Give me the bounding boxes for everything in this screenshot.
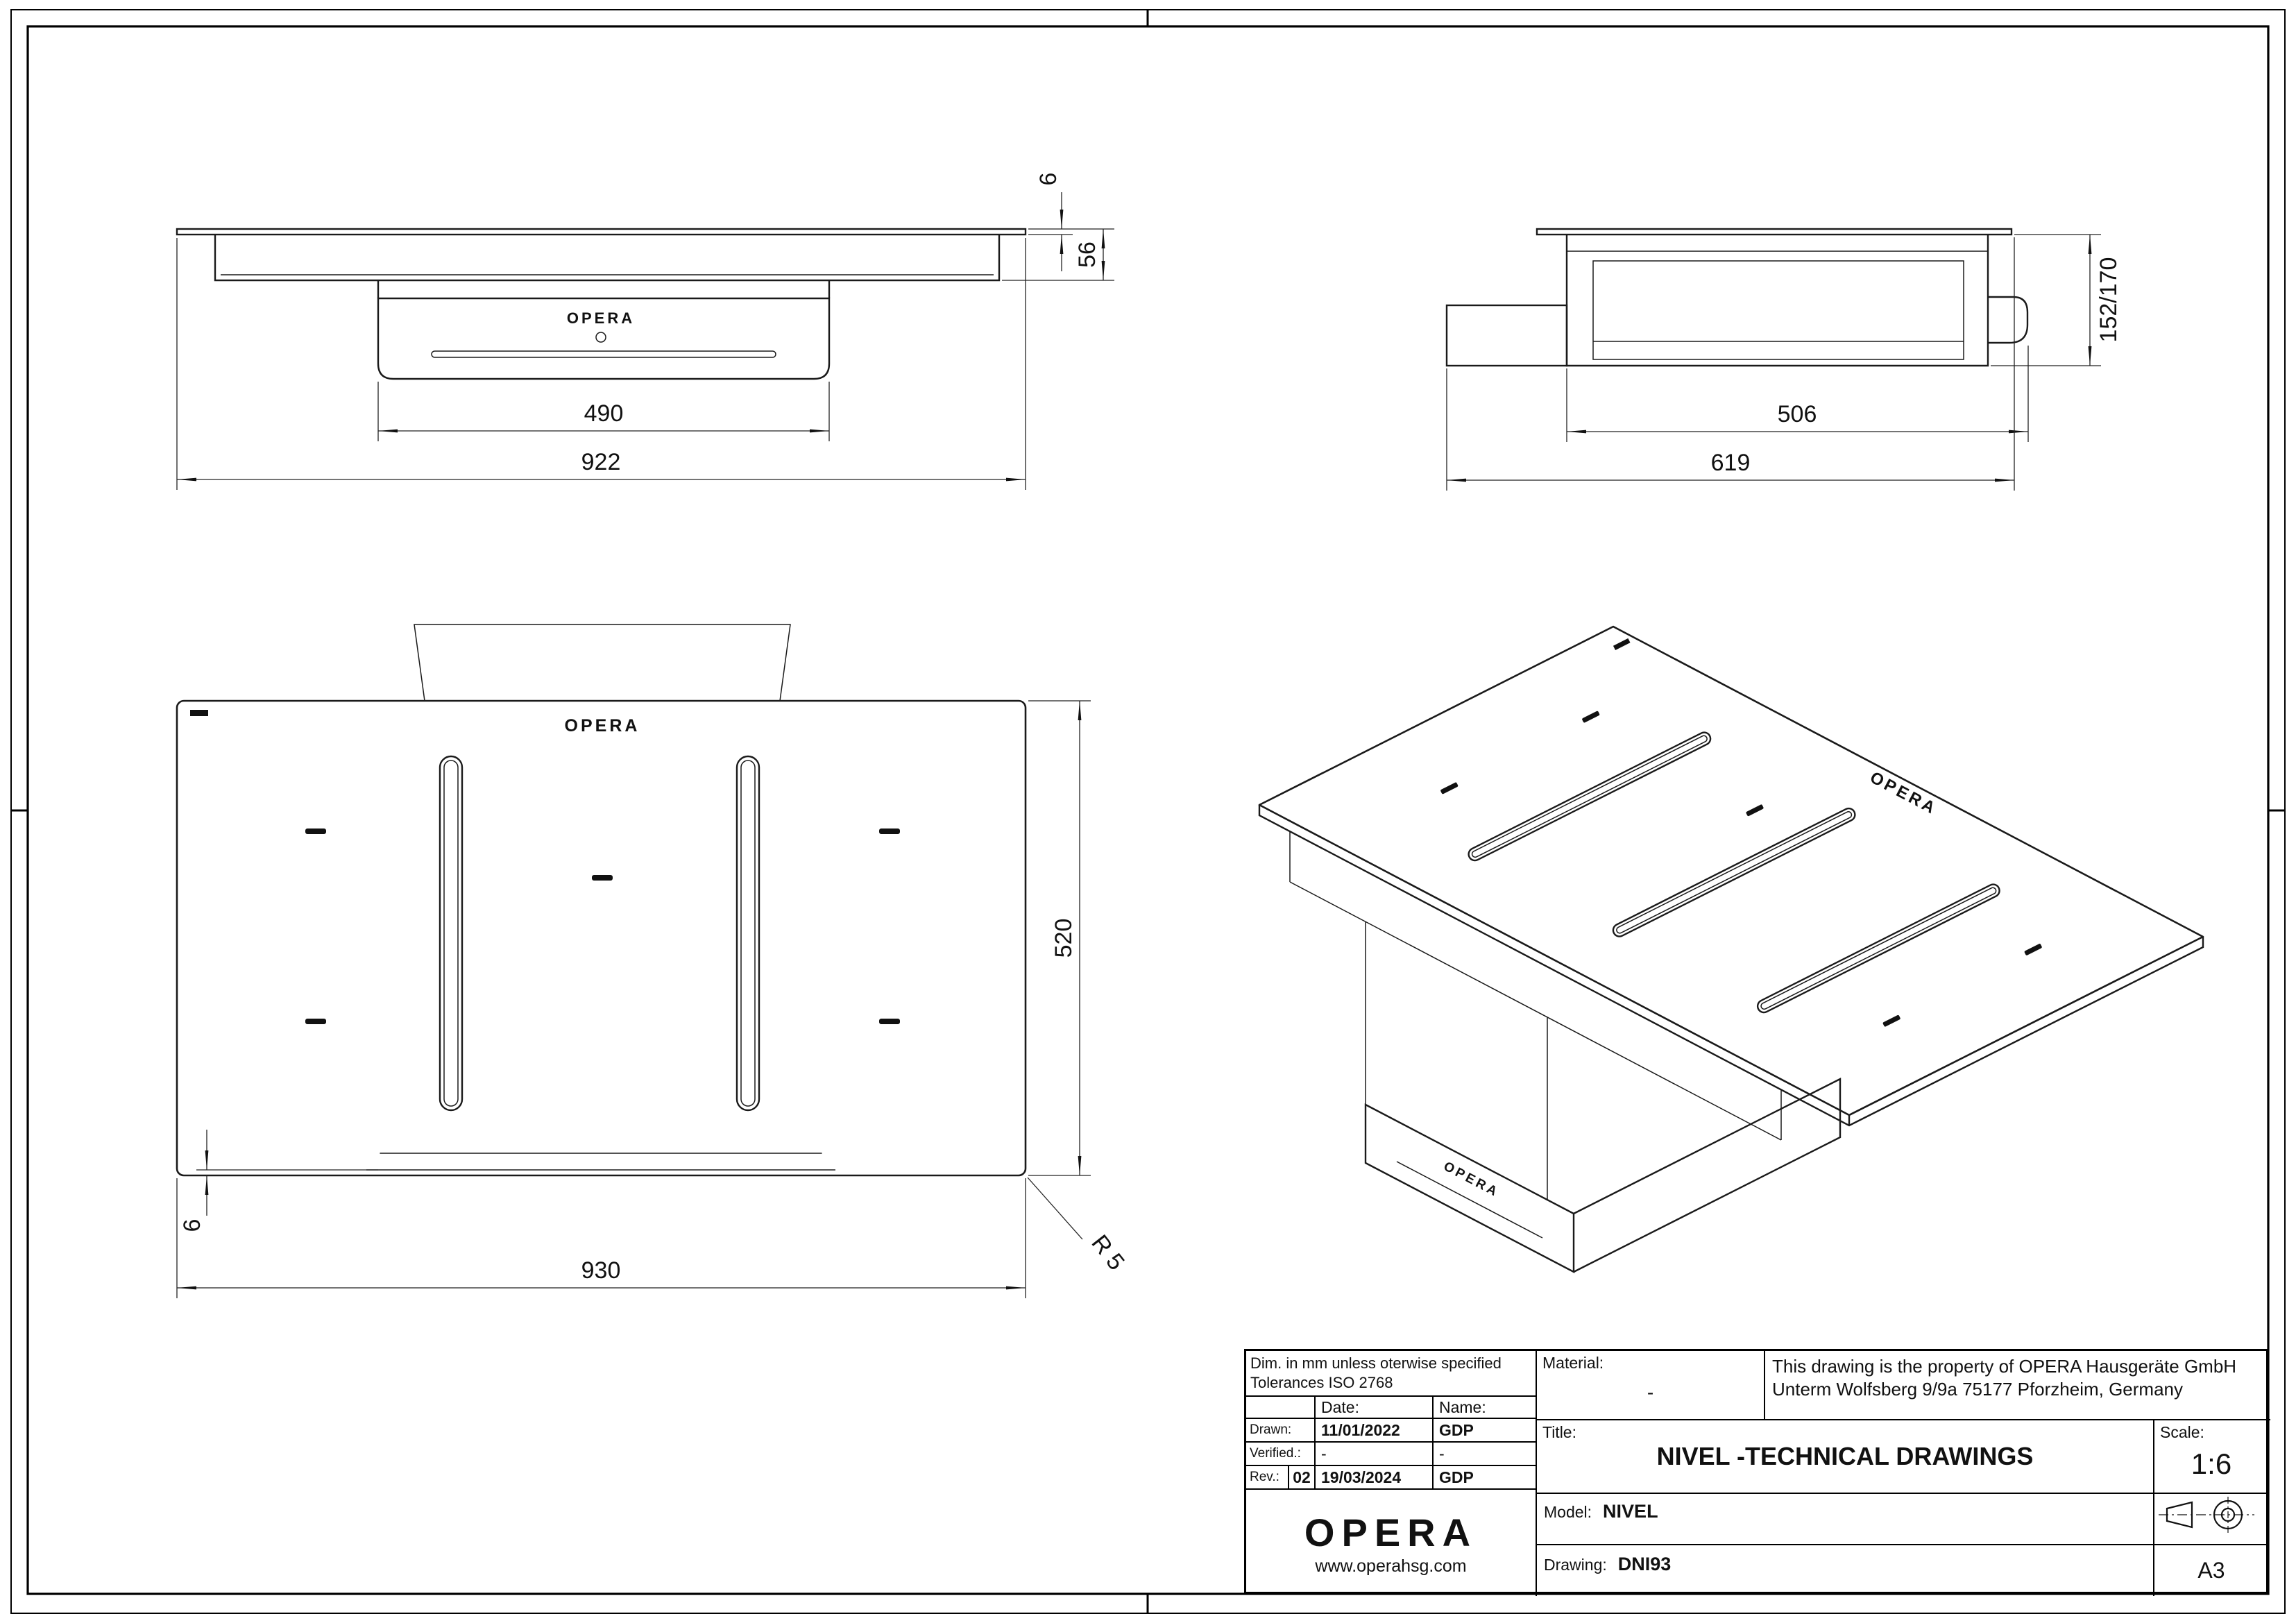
verified-date: - xyxy=(1316,1443,1434,1466)
front-opera-logo: OPERA xyxy=(567,309,635,327)
plan-zone-markers xyxy=(305,829,900,1024)
drawing-number-label: Drawing: xyxy=(1544,1556,1607,1574)
model-label: Model: xyxy=(1544,1503,1592,1521)
svg-text:6: 6 xyxy=(1035,173,1062,186)
tolerance-note: Dim. in mm unless oterwise specified Tol… xyxy=(1246,1351,1537,1397)
iso-opera-logo-front: OPERA xyxy=(1441,1159,1502,1200)
plan-slot-left xyxy=(439,755,464,1112)
iso-control-mark xyxy=(1613,638,1631,650)
side-glass-plate xyxy=(1536,228,2013,236)
property-note-line1: This drawing is the property of OPERA Ha… xyxy=(1772,1356,2237,1377)
side-view: 152/170 506 619 xyxy=(1445,228,2122,491)
scale-value: 1:6 xyxy=(2191,1447,2232,1480)
svg-text:152/170: 152/170 xyxy=(2095,257,2122,343)
tolerance-note-line2: Tolerances ISO 2768 xyxy=(1250,1374,1393,1391)
iso-slot-3 xyxy=(1756,883,2000,1014)
dim-body-width: 490 xyxy=(377,382,830,441)
svg-text:490: 490 xyxy=(584,400,624,427)
scale-label: Scale: xyxy=(2160,1423,2204,1441)
table-corner-cell xyxy=(1246,1397,1316,1419)
projection-symbol-box xyxy=(2154,1494,2268,1545)
rev-label: Rev.: xyxy=(1246,1466,1289,1490)
iso-body-side xyxy=(1573,1078,1842,1273)
company-logo-area: OPERA www.operahsg.com xyxy=(1246,1490,1537,1596)
plan-opera-logo: OPERA xyxy=(565,716,640,736)
svg-text:56: 56 xyxy=(1074,241,1100,268)
property-note-line2: Unterm Wolfsberg 9/9a 75177 Pforzheim, G… xyxy=(1772,1379,2184,1400)
dim-width: 930 xyxy=(176,1178,1026,1298)
iso-zone-markers xyxy=(1440,711,2042,1027)
svg-text:R 5: R 5 xyxy=(1086,1230,1130,1275)
plan-duct xyxy=(414,624,791,702)
drawn-date: 11/01/2022 xyxy=(1316,1419,1434,1443)
title-block: Dim. in mm unless oterwise specified Tol… xyxy=(1244,1349,2270,1596)
isometric-view: OPERA OPERA xyxy=(1258,625,2204,1273)
title-label: Title: xyxy=(1542,1423,1576,1441)
paper-size: A3 xyxy=(2197,1558,2225,1583)
dim-front-gap: 6 xyxy=(179,1130,378,1232)
front-body-box xyxy=(377,297,831,380)
title-box: Title: NIVEL -TECHNICAL DRAWINGS xyxy=(1537,1420,2154,1494)
iso-slot-2 xyxy=(1612,807,1856,937)
plan-view: OPERA 520 930 xyxy=(176,624,1130,1298)
svg-text:930: 930 xyxy=(581,1257,621,1284)
date-header: Date: xyxy=(1316,1397,1434,1419)
material-value: - xyxy=(1647,1382,1654,1403)
company-website: www.operahsg.com xyxy=(1315,1556,1467,1576)
drawing-title: NIVEL -TECHNICAL DRAWINGS xyxy=(1656,1442,2034,1470)
iso-body-front xyxy=(1364,1103,1575,1273)
dim-depth: 520 xyxy=(1028,700,1091,1176)
plan-slot-right xyxy=(735,755,760,1112)
scale-box: Scale: 1:6 xyxy=(2154,1420,2268,1494)
dim-total-depth: 619 xyxy=(1446,237,2015,491)
side-body xyxy=(1565,235,1989,367)
sheet-frame xyxy=(10,9,2286,1614)
front-knob xyxy=(595,332,606,343)
dim-housing-height: 56 xyxy=(1002,229,1114,281)
side-duct xyxy=(1445,304,1568,367)
drawing-number-box: Drawing: DNI93 xyxy=(1537,1545,2154,1596)
first-angle-projection-icon xyxy=(2159,1497,2254,1533)
front-glass-plate xyxy=(176,228,1027,236)
model-value: NIVEL xyxy=(1603,1501,1658,1522)
side-bracket xyxy=(1988,296,2029,344)
material-label: Material: xyxy=(1542,1354,1604,1372)
model-box: Model: NIVEL xyxy=(1537,1494,2154,1545)
verified-label: Verified.: xyxy=(1246,1443,1316,1466)
drawing-number-value: DNI93 xyxy=(1617,1554,1672,1574)
side-drawer xyxy=(1592,260,1964,360)
drawn-name: GDP xyxy=(1434,1419,1537,1443)
rev-name: GDP xyxy=(1434,1466,1537,1490)
svg-text:506: 506 xyxy=(1778,401,1817,427)
dim-install-height: 152/170 xyxy=(1991,234,2122,366)
opera-logo: OPERA xyxy=(1304,1510,1478,1554)
front-outlet-slot xyxy=(431,350,776,358)
svg-text:520: 520 xyxy=(1051,919,1077,958)
tolerance-note-line1: Dim. in mm unless oterwise specified xyxy=(1250,1354,1502,1372)
dim-glass-thickness: 6 xyxy=(1028,173,1114,271)
dim-corner-radius: R 5 xyxy=(1027,1177,1130,1275)
plan-control-mark xyxy=(190,710,208,716)
svg-text:6: 6 xyxy=(179,1219,205,1232)
name-header: Name: xyxy=(1434,1397,1537,1419)
iso-body-outlet xyxy=(1396,1161,1543,1239)
front-view: OPERA 6 56 490 922 xyxy=(176,173,1114,490)
iso-slot-1 xyxy=(1468,731,1712,862)
property-note: This drawing is the property of OPERA Ha… xyxy=(1765,1351,2270,1420)
front-housing-tray xyxy=(214,235,1001,282)
drawn-label: Drawn: xyxy=(1246,1419,1316,1443)
svg-text:922: 922 xyxy=(581,449,621,475)
dim-total-width: 922 xyxy=(176,238,1026,490)
plan-glass-outline xyxy=(176,699,1027,1177)
rev-date: 19/03/2024 xyxy=(1316,1466,1434,1490)
material-box: Material: - xyxy=(1537,1351,1765,1420)
rev-number: 02 xyxy=(1289,1466,1316,1490)
svg-text:619: 619 xyxy=(1711,450,1751,476)
verified-name: - xyxy=(1434,1443,1537,1466)
dim-body-depth: 506 xyxy=(1566,346,2029,442)
